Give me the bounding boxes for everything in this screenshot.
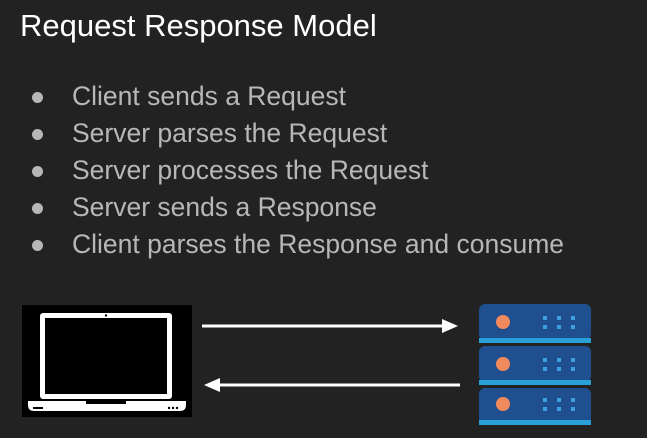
bullet-list: Client sends a Request Server parses the…: [28, 78, 564, 263]
slide-title: Request Response Model: [20, 8, 377, 43]
arrow-left-icon: [204, 378, 460, 392]
laptop-icon: [22, 305, 192, 417]
bullet-dot: [32, 92, 43, 103]
bullet-text: Server parses the Request: [72, 118, 388, 148]
bullet-item: Client parses the Response and consume: [28, 226, 564, 263]
server-rack-icon: [479, 304, 591, 425]
bullet-item: Client sends a Request: [28, 78, 564, 115]
arrow-right-icon: [202, 319, 458, 333]
bullet-dot: [32, 129, 43, 140]
bullet-text: Server processes the Request: [72, 155, 429, 185]
bullet-item: Server sends a Response: [28, 189, 564, 226]
bullet-dot: [32, 166, 43, 177]
bullet-item: Server processes the Request: [28, 152, 564, 189]
bullet-text: Client sends a Request: [72, 81, 346, 111]
bullet-text: Client parses the Response and consume: [72, 229, 565, 259]
bullet-dot: [32, 203, 43, 214]
bullet-text: Server sends a Response: [72, 192, 377, 222]
bullet-dot: [32, 240, 43, 251]
bullet-item: Server parses the Request: [28, 115, 564, 152]
